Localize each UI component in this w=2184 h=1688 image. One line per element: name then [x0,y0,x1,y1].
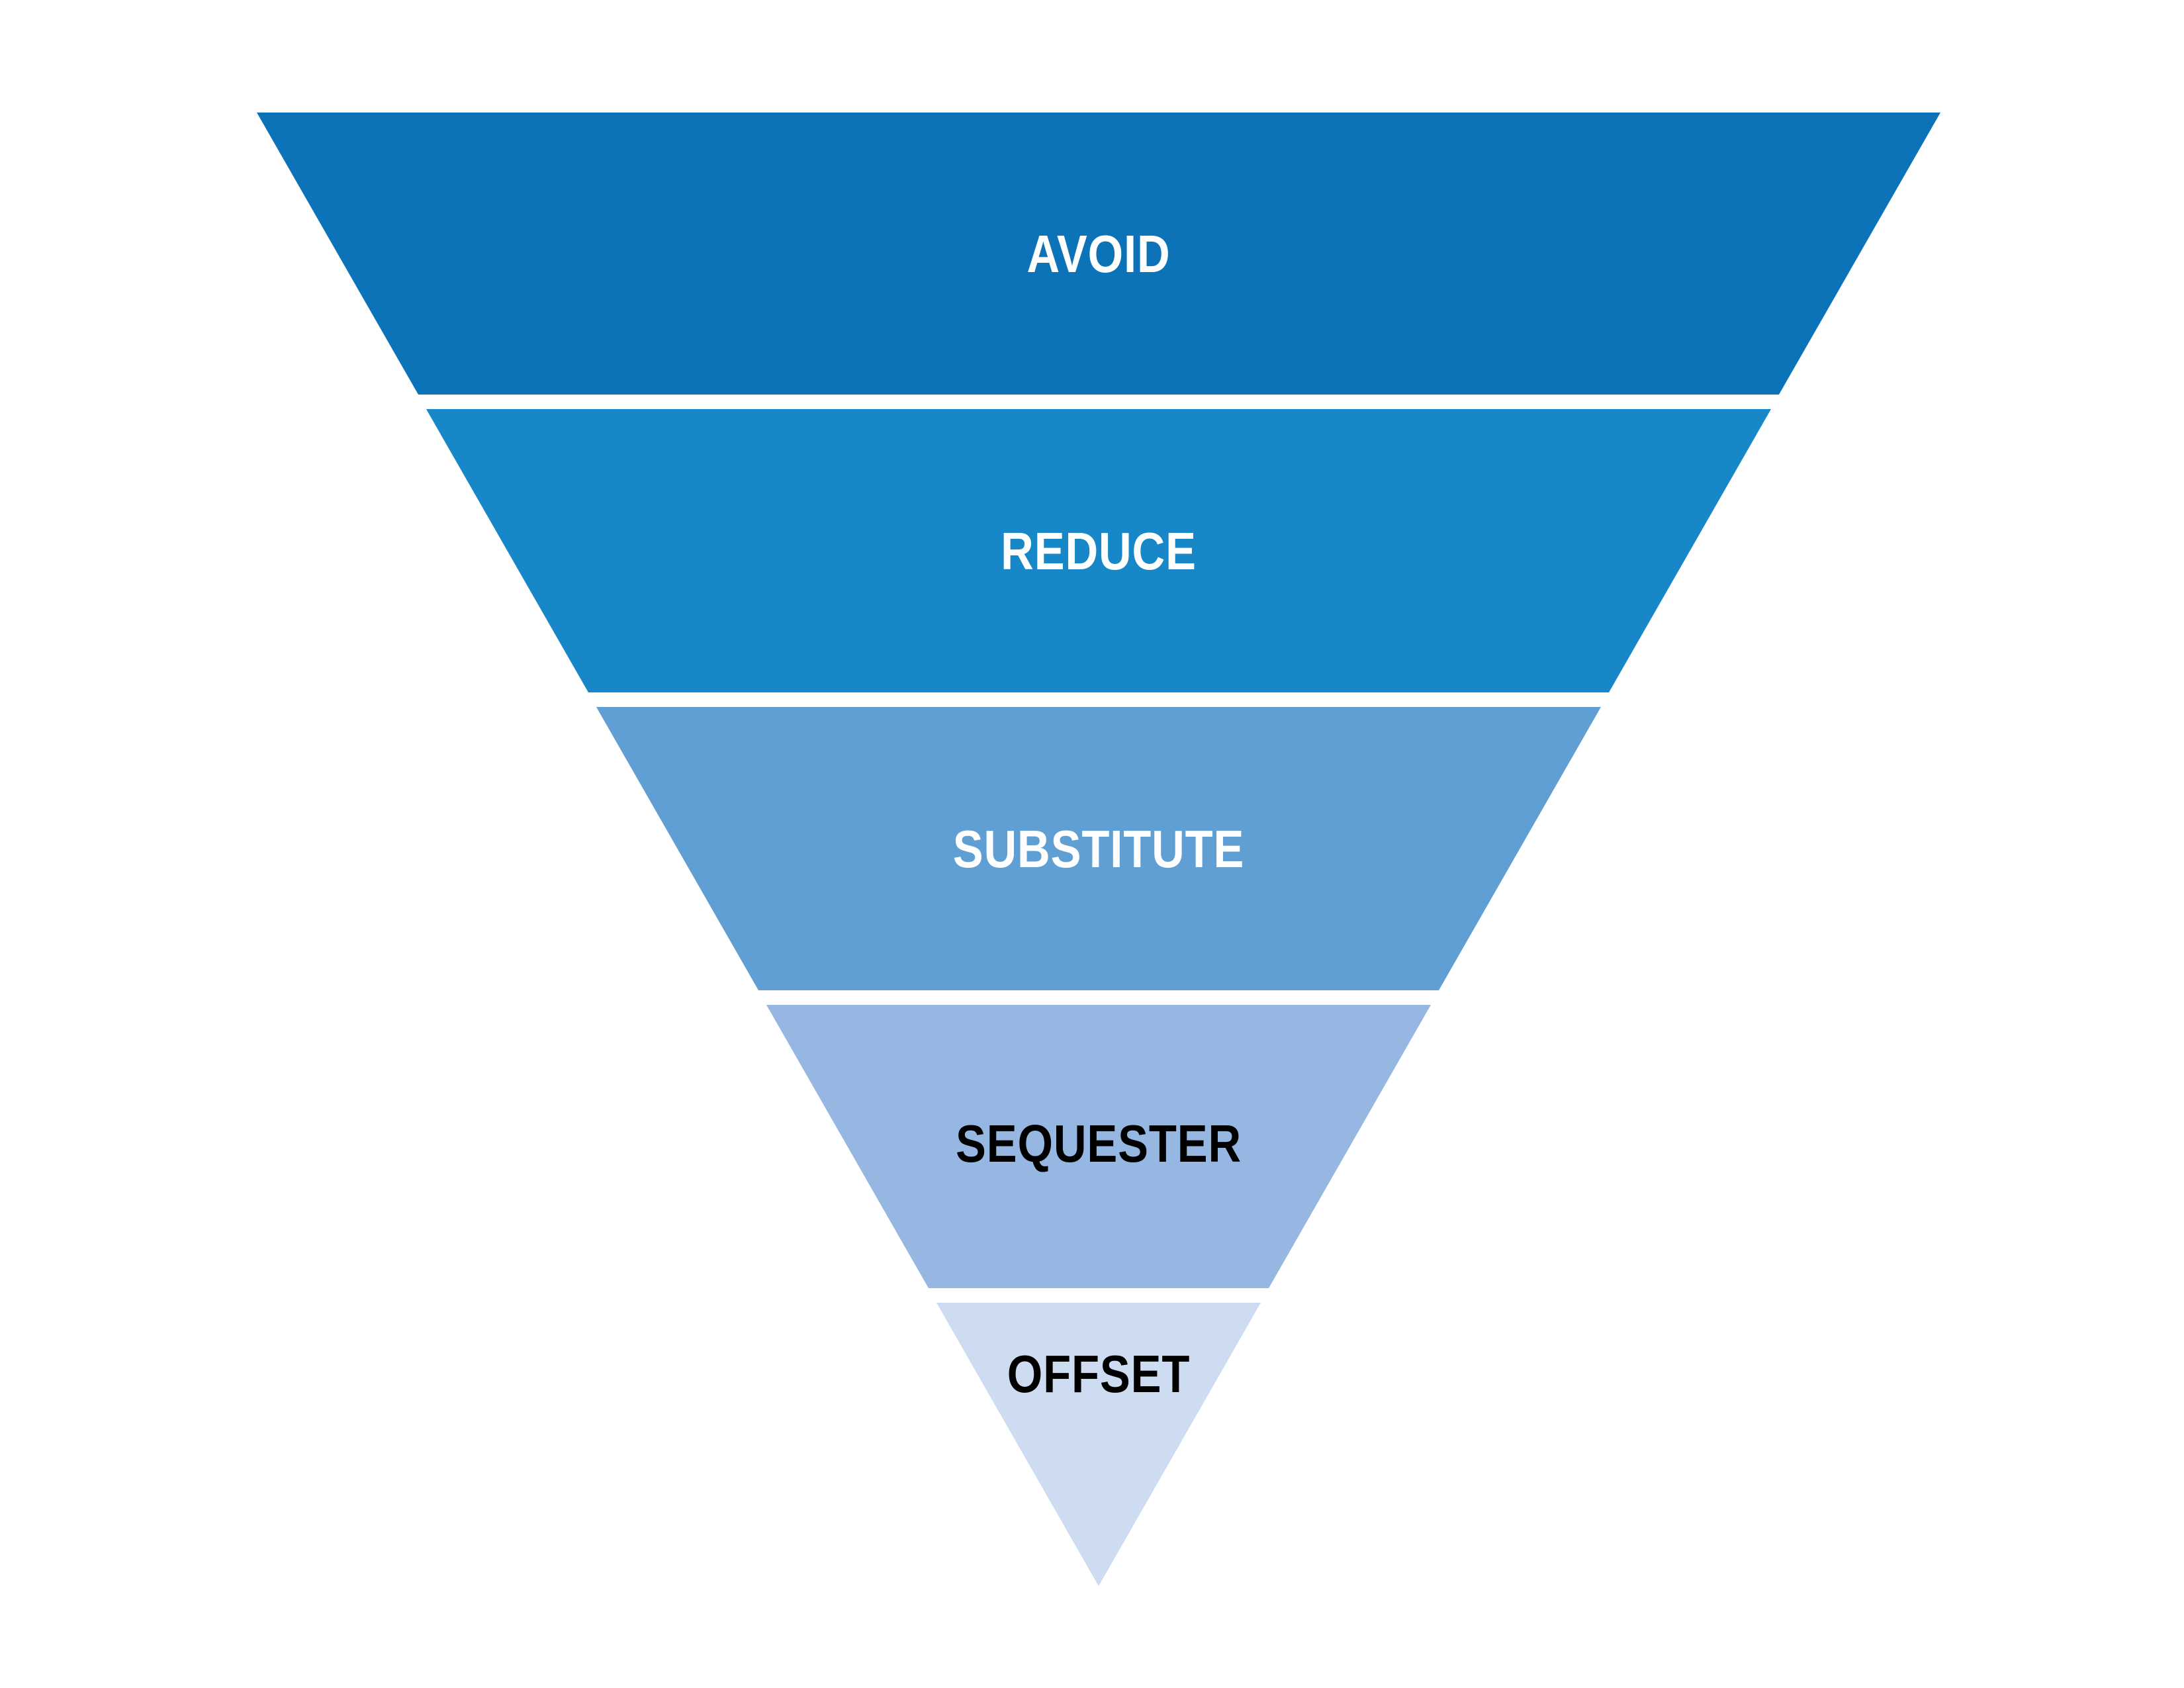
funnel-label-substitute: SUBSTITUTE [953,819,1245,878]
funnel-level-reduce [426,409,1771,692]
funnel-label-avoid: AVOID [1026,224,1170,283]
funnel-label-reduce: REDUCE [1001,521,1197,581]
funnel-level-avoid [257,113,1940,395]
funnel-level-sequester [766,1005,1431,1288]
funnel-level-substitute [596,707,1601,990]
funnel-label-offset: OFFSET [1007,1344,1191,1403]
funnel-level-offset [936,1303,1261,1586]
funnel-label-sequester: SEQUESTER [956,1113,1242,1173]
